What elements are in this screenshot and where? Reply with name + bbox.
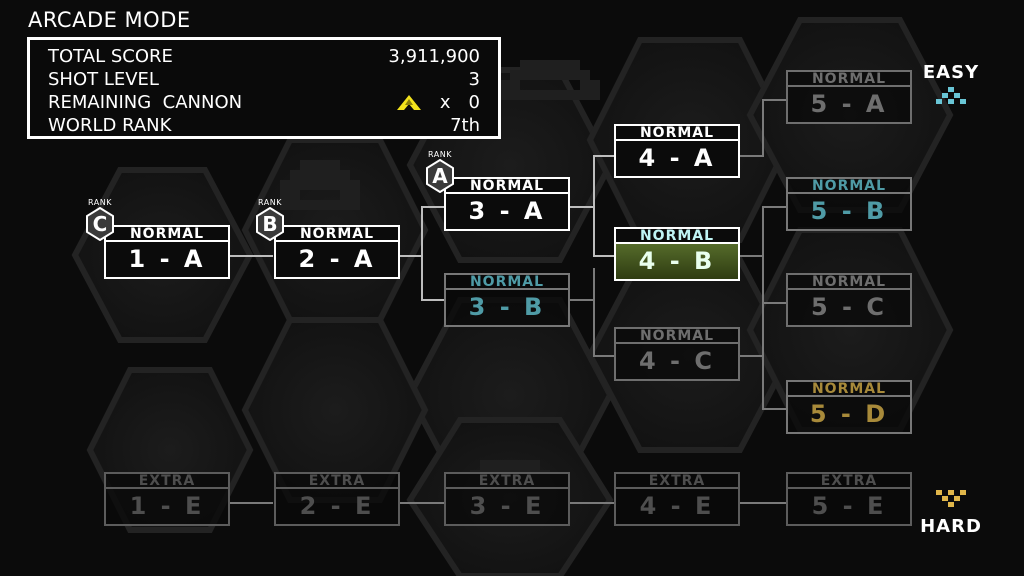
stage-3b[interactable]: NORMAL 3 - B: [444, 273, 570, 327]
stage-2a-difficulty: NORMAL: [274, 225, 400, 242]
easy-indicator: EASY: [918, 62, 984, 113]
rank-badge-label: RANK: [428, 150, 452, 159]
easy-label: EASY: [922, 62, 980, 83]
total-score-label: TOTAL SCORE: [48, 46, 173, 67]
stage-4b-selected[interactable]: NORMAL 4 - B: [614, 227, 740, 281]
total-score-row: TOTAL SCORE 3,911,900: [48, 46, 480, 68]
stage-2e[interactable]: EXTRA 2 - E: [274, 472, 400, 526]
stage-5e-name: 5 - E: [786, 487, 912, 526]
rank-badge-2a: RANK B: [250, 198, 290, 242]
stats-panel: TOTAL SCORE 3,911,900 SHOT LEVEL 3 REMAI…: [27, 37, 501, 139]
world-rank-value: 7th: [450, 115, 480, 136]
remaining-cannon-label: REMAINING CANNON: [48, 92, 243, 113]
shot-level-label: SHOT LEVEL: [48, 69, 159, 90]
world-rank-label: WORLD RANK: [48, 115, 172, 136]
stage-1e-difficulty: EXTRA: [104, 472, 230, 489]
rank-badge-1a: RANK C: [80, 198, 120, 242]
stage-5d[interactable]: NORMAL 5 - D: [786, 380, 912, 434]
stage-4a-name: 4 - A: [614, 139, 740, 178]
stage-3a-name: 3 - A: [444, 192, 570, 231]
rank-badge-label: RANK: [258, 198, 282, 207]
stage-5b-name: 5 - B: [786, 192, 912, 231]
remaining-cannon-value: x 0: [396, 92, 480, 113]
hard-chevron-icon: [936, 490, 966, 507]
rank-badge-3a: RANK A: [420, 150, 460, 194]
stage-4a[interactable]: NORMAL 4 - A: [614, 124, 740, 178]
stage-5c[interactable]: NORMAL 5 - C: [786, 273, 912, 327]
shot-level-row: SHOT LEVEL 3: [48, 69, 480, 91]
stage-2a[interactable]: NORMAL 2 - A: [274, 225, 400, 279]
hard-indicator: HARD: [914, 488, 988, 537]
cannon-ship-icon: [396, 94, 421, 110]
remaining-cannon-row: REMAINING CANNON x 0: [48, 92, 480, 114]
stage-5d-name: 5 - D: [786, 395, 912, 434]
easy-chevron-icon: [936, 87, 966, 104]
stage-4c[interactable]: NORMAL 4 - C: [614, 327, 740, 381]
stage-4e[interactable]: EXTRA 4 - E: [614, 472, 740, 526]
stage-2a-name: 2 - A: [274, 240, 400, 279]
stage-1a[interactable]: NORMAL 1 - A: [104, 225, 230, 279]
hexagon-rank-icon: [86, 207, 114, 241]
stage-3a[interactable]: NORMAL 3 - A: [444, 177, 570, 231]
stage-3b-name: 3 - B: [444, 288, 570, 327]
stage-5b[interactable]: NORMAL 5 - B: [786, 177, 912, 231]
shot-level-value: 3: [468, 69, 480, 90]
stage-3b-difficulty: NORMAL: [444, 273, 570, 290]
rank-letter: C: [92, 212, 108, 236]
rank-letter: B: [262, 212, 278, 236]
stage-5a[interactable]: NORMAL 5 - A: [786, 70, 912, 124]
arcade-mode-title: ARCADE MODE: [28, 8, 191, 32]
stage-4e-name: 4 - E: [614, 487, 740, 526]
hard-label: HARD: [920, 516, 982, 537]
stage-3e-name: 3 - E: [444, 487, 570, 526]
rank-letter: A: [432, 164, 448, 188]
hexagon-rank-icon: [256, 207, 284, 241]
hexagon-rank-icon: [426, 159, 454, 193]
stage-2e-name: 2 - E: [274, 487, 400, 526]
rank-badge-label: RANK: [88, 198, 112, 207]
stage-5e[interactable]: EXTRA 5 - E: [786, 472, 912, 526]
total-score-value: 3,911,900: [388, 46, 480, 67]
stage-1e-name: 1 - E: [104, 487, 230, 526]
stage-4b-name: 4 - B: [614, 242, 740, 281]
stage-1a-name: 1 - A: [104, 240, 230, 279]
stage-3e[interactable]: EXTRA 3 - E: [444, 472, 570, 526]
stage-1e[interactable]: EXTRA 1 - E: [104, 472, 230, 526]
remaining-count: 0: [468, 92, 480, 113]
remaining-multiplier: x: [439, 92, 451, 113]
stage-4c-name: 4 - C: [614, 342, 740, 381]
stage-5a-name: 5 - A: [786, 85, 912, 124]
world-rank-row: WORLD RANK 7th: [48, 115, 480, 137]
stage-5c-name: 5 - C: [786, 288, 912, 327]
